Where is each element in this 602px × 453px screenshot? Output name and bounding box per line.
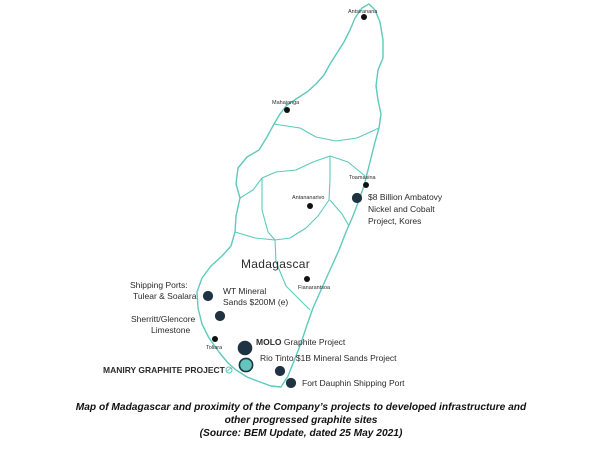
city-dot-antsiranana [361, 14, 367, 20]
city-label-fianarantsoa: Fianarantsoa [298, 285, 331, 291]
label-sherritt-1: Sherritt/Glencore [131, 314, 196, 324]
label-ambatovy-2: Nickel and Cobalt [368, 204, 435, 214]
city-dot-toliara [212, 336, 218, 342]
marker-ambatovy [351, 192, 363, 204]
city-dot-antananarivo [307, 203, 313, 209]
label-molo-rest: Graphite Project [282, 337, 346, 347]
label-sherritt-2: Limestone [151, 325, 190, 335]
madagascar-map: Antsiranana Mahajanga Toamasina Antanana… [103, 3, 443, 389]
marker-rio-tinto [274, 365, 286, 377]
region-boundary-southeast [329, 199, 350, 227]
marker-shipping-ports [202, 290, 214, 302]
label-maniry: MANIRY GRAPHITE PROJECT [103, 365, 226, 375]
city-label-antananarivo: Antananarivo [292, 195, 324, 201]
marker-fort-dauphin [285, 377, 297, 389]
caption-line-3: (Source: BEM Update, dated 25 May 2021) [199, 428, 403, 439]
region-boundary-central-west [261, 156, 331, 241]
caption-line-2: other progressed graphite sites [224, 415, 378, 426]
country-label: Madagascar [241, 257, 310, 271]
city-label-toamasina: Toamasina [349, 175, 377, 181]
label-molo: MOLO Graphite Project [256, 337, 346, 347]
marker-molo [237, 340, 253, 356]
city-label-antsiranana: Antsiranana [348, 9, 378, 15]
label-shipping-ports-1: Shipping Ports: [130, 280, 188, 290]
city-label-toliara: Toliara [206, 345, 223, 351]
city-dot-toamasina [363, 182, 369, 188]
caption-line-1: Map of Madagascar and proximity of the C… [75, 402, 527, 413]
city-dot-mahajanga [284, 107, 290, 113]
label-ambatovy-3: Project, Kores [368, 216, 421, 226]
label-wt-mineral-2: Sands $200M (e) [223, 297, 288, 307]
marker-maniry [238, 357, 254, 373]
madagascar-coastline [196, 3, 384, 388]
label-shipping-ports-2: Tulear & Soalara [133, 291, 197, 301]
region-boundary-north [273, 123, 380, 142]
map-caption: Map of Madagascar and proximity of the C… [0, 401, 602, 440]
label-ambatovy-1: $8 Billion Ambatovy [368, 192, 443, 202]
label-molo-bold: MOLO [256, 337, 282, 347]
city-label-mahajanga: Mahajanga [272, 100, 300, 106]
city-dot-fianarantsoa [304, 276, 310, 282]
region-boundary-south [234, 231, 276, 241]
label-wt-mineral-1: WT Mineral [223, 286, 266, 296]
region-boundary-center [239, 155, 366, 199]
region-boundary-southwest [274, 239, 311, 311]
label-fort-dauphin: Fort Dauphin Shipping Port [302, 378, 405, 388]
label-rio-tinto: Rio Tinto $1B Mineral Sands Project [260, 353, 397, 363]
marker-sherritt [214, 310, 226, 322]
maniry-leaf-icon [225, 366, 233, 374]
